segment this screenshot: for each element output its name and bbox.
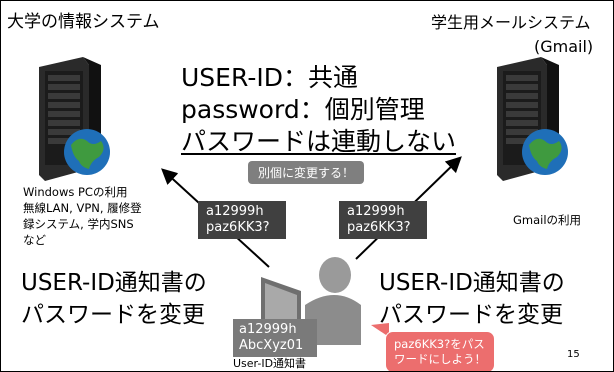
credential-password: AbcXyz01: [239, 338, 304, 353]
speech-bubble: paz6KK3?をパス ワードにしよう！: [385, 331, 495, 371]
server-icon: [39, 57, 110, 181]
right-caption-line2: パスワードを変更: [379, 302, 563, 328]
university-credentials-box: a12999h paz6KK3?: [198, 201, 286, 239]
gmail-label: (Gmail): [534, 37, 594, 56]
not-linked-line: パスワードは連動しない: [181, 127, 457, 156]
page-number: 15: [567, 349, 580, 360]
credential-id: a12999h: [239, 322, 297, 337]
mail-system-title: 学生用メールシステム: [431, 13, 591, 32]
university-system-uses: Windows PCの利用 無線LAN, VPN, 履修登 録システム, 学内S…: [23, 184, 142, 248]
left-caption-line2: パスワードを変更: [21, 302, 205, 328]
credential-password: paz6KK3?: [347, 220, 411, 235]
password-separate-line: password：個別管理: [181, 95, 425, 124]
change-separately-tag: 別個に変更する！: [248, 161, 365, 184]
use-line: 録システム, 学内SNS: [23, 217, 134, 231]
speech-line: ワードにしよう！: [394, 352, 486, 366]
speech-tail: [371, 323, 389, 337]
use-line: など: [23, 233, 46, 247]
server-icon: [497, 57, 568, 181]
use-line: 無線LAN, VPN, 履修登: [23, 201, 142, 215]
right-caption-line1: USER-ID通知書の: [379, 270, 565, 296]
left-caption-line1: USER-ID通知書の: [21, 270, 207, 296]
gmail-credentials-box: a12999h paz6KK3?: [339, 201, 427, 239]
credential-id: a12999h: [347, 204, 405, 219]
credential-password: paz6KK3?: [206, 220, 270, 235]
university-system-title: 大学の情報システム: [7, 12, 160, 32]
notice-label: User-ID通知書: [233, 357, 307, 370]
speech-line: paz6KK3?をパス: [394, 337, 485, 351]
notice-credentials-box: a12999h AbcXyz01: [233, 319, 317, 357]
use-line: Windows PCの利用: [23, 185, 128, 199]
credential-id: a12999h: [206, 204, 264, 219]
userid-common-line: USER-ID：共通: [181, 63, 358, 92]
gmail-use: Gmailの利用: [513, 213, 582, 227]
